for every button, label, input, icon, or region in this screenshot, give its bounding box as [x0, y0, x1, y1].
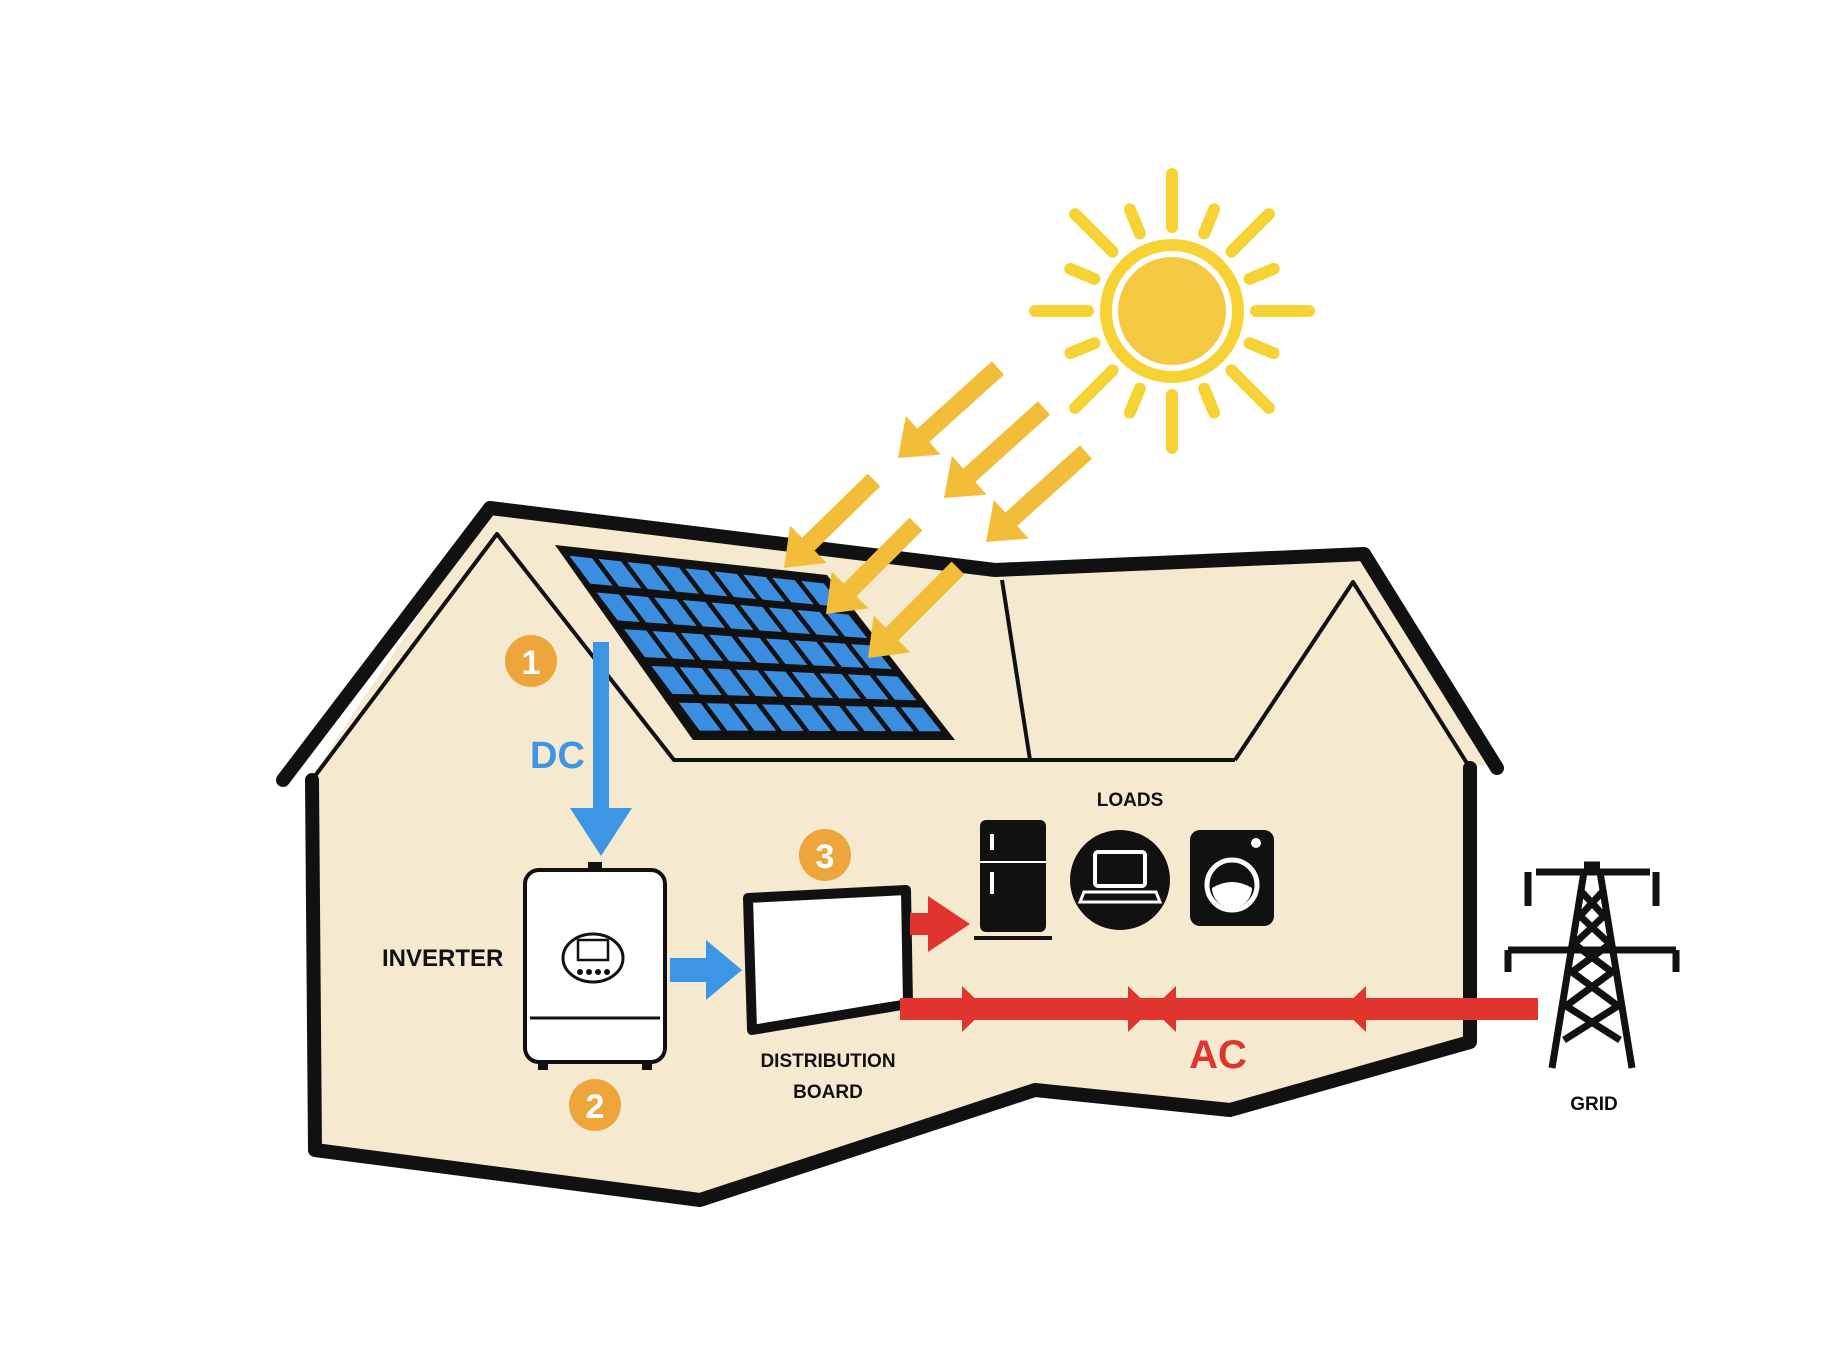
- distribution-board-label-line2: BOARD: [793, 1082, 863, 1103]
- sunlight-arrows: [784, 361, 1093, 658]
- sunlight-arrow: [944, 401, 1051, 498]
- inverter-label: INVERTER: [382, 945, 503, 972]
- solar-cell: [794, 640, 836, 667]
- loads-label: LOADS: [1097, 790, 1164, 811]
- sun-icon: [1029, 168, 1315, 454]
- solar-cell: [797, 609, 839, 637]
- solar-cell: [845, 706, 887, 732]
- solar-cell: [682, 599, 726, 629]
- power-tower-icon: [1504, 861, 1680, 1069]
- solar-cell: [627, 562, 671, 592]
- step-badge-2: 2: [569, 1079, 621, 1131]
- solar-cell: [762, 704, 804, 731]
- solar-cell: [847, 674, 889, 700]
- step-badge-1: 1: [505, 635, 557, 687]
- solar-cell: [652, 631, 696, 660]
- solar-cell: [651, 665, 695, 695]
- solar-cell: [822, 642, 864, 668]
- solar-cell: [772, 577, 814, 605]
- house: [276, 501, 1504, 1207]
- solar-cell: [735, 669, 778, 697]
- sun-ray: [1198, 382, 1221, 419]
- solar-cell: [900, 707, 942, 732]
- solar-cell: [654, 597, 697, 626]
- sunlight-arrow: [868, 561, 965, 658]
- dc-label: DC: [530, 735, 585, 777]
- sunlight-arrow: [986, 445, 1093, 542]
- solar-cell: [624, 629, 667, 659]
- solar-cell: [569, 555, 613, 586]
- board-to-loads-arrow: [910, 896, 970, 952]
- solar-cell: [706, 703, 749, 731]
- solar-cell: [596, 592, 640, 622]
- roof-inner-right: [1233, 580, 1472, 770]
- ac-label: AC: [1189, 1033, 1247, 1077]
- svg-text:1: 1: [522, 644, 541, 682]
- solar-cell: [765, 638, 808, 666]
- svg-text:3: 3: [816, 838, 835, 876]
- solar-cell: [817, 705, 859, 732]
- solar-cell: [598, 558, 642, 589]
- solar-cell: [740, 604, 782, 633]
- solar-cell: [707, 668, 750, 696]
- solar-cell: [819, 673, 861, 699]
- sunlight-arrow: [784, 473, 881, 568]
- sun-ray: [1243, 262, 1280, 285]
- inverter-icon: [523, 862, 667, 1070]
- solar-cell: [743, 574, 786, 602]
- step-badge-3: 3: [799, 829, 851, 881]
- distribution-board-icon: [743, 885, 913, 1035]
- solar-cell: [685, 568, 728, 597]
- fridge-icon: [974, 820, 1052, 940]
- solar-cell: [791, 672, 834, 699]
- solar-cell: [656, 565, 699, 594]
- roof-inner-left: [310, 532, 1032, 782]
- solar-cell: [714, 571, 757, 600]
- sunlight-arrow: [898, 361, 1005, 458]
- solar-cell: [789, 704, 832, 731]
- sun-ray: [1225, 208, 1275, 258]
- solar-cell: [711, 602, 754, 631]
- solar-cell: [734, 703, 777, 731]
- sun-ray: [1123, 203, 1146, 240]
- sun-ray: [1243, 337, 1280, 360]
- house-walls: [305, 761, 1477, 1207]
- solar-cell: [679, 667, 722, 696]
- sun-ray: [1225, 364, 1275, 414]
- solar-cell: [875, 675, 917, 701]
- solar-cell: [825, 612, 868, 639]
- sun-ray: [1123, 382, 1146, 419]
- dc-flow-arrow: [570, 642, 632, 856]
- solar-cell: [768, 607, 811, 635]
- sun-ray: [1064, 262, 1101, 285]
- solar-cell: [709, 634, 752, 663]
- sun-ray: [1198, 203, 1221, 240]
- distribution-board-label-line1: DISTRIBUTION: [760, 1051, 895, 1072]
- solar-cell: [680, 632, 724, 661]
- solar-cell: [872, 706, 914, 732]
- sun-ray: [1069, 364, 1119, 414]
- inverter-to-board-arrow: [670, 940, 742, 1000]
- house-outline: [276, 501, 1504, 787]
- sun-ray: [1069, 208, 1119, 258]
- sunlight-arrow: [826, 517, 923, 614]
- svg-text:2: 2: [586, 1088, 605, 1126]
- washing-machine-icon: [1190, 830, 1274, 926]
- ac-flow-line: [900, 986, 1538, 1032]
- sun-ray: [1064, 337, 1101, 360]
- laptop-icon: [1070, 830, 1170, 930]
- solar-cell: [625, 594, 669, 624]
- solar-cell: [763, 670, 806, 698]
- grid-label: GRID: [1570, 1094, 1618, 1115]
- solar-cell: [678, 702, 722, 731]
- solar-panel-icon: [555, 545, 955, 740]
- solar-cell: [737, 636, 780, 664]
